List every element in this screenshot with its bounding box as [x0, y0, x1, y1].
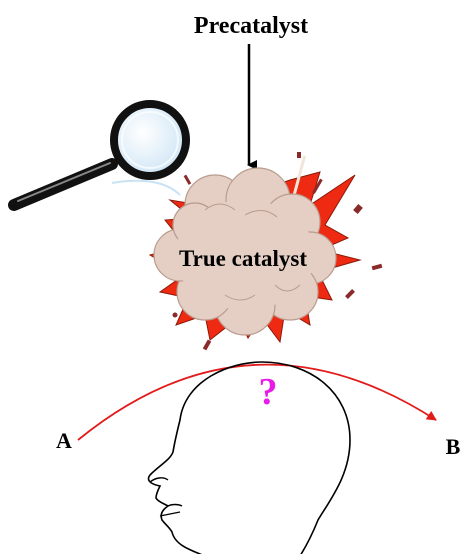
point-b-label: B	[446, 434, 461, 459]
question-mark: ?	[259, 371, 278, 413]
true-catalyst-label: True catalyst	[179, 246, 307, 271]
precatalyst-label: Precatalyst	[194, 13, 308, 39]
magnifying-glass-icon	[14, 104, 186, 205]
face-details	[150, 478, 182, 516]
human-head-outline	[148, 362, 350, 554]
point-a-label: A	[56, 428, 72, 453]
reaction-arc-arrow	[78, 365, 436, 440]
